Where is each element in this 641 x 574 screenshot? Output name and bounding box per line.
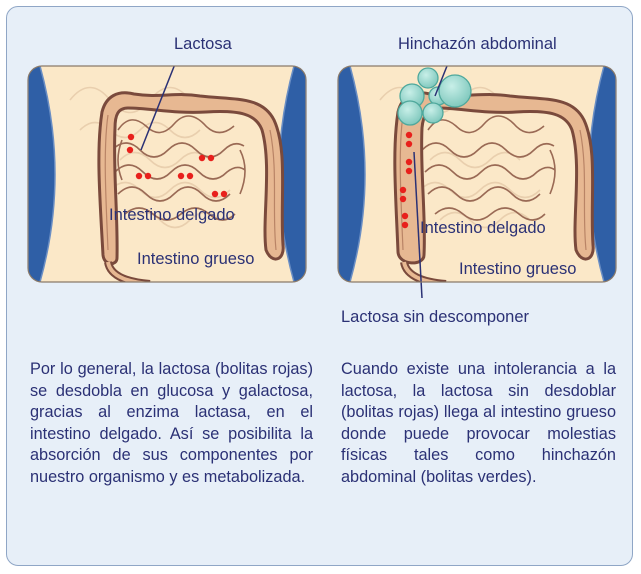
right-illustration	[337, 65, 617, 299]
gas-bubbles	[397, 67, 472, 126]
large-intestine	[97, 91, 285, 266]
large-intestine-label-right: Intestino grueso	[459, 260, 577, 278]
small-intestine	[421, 115, 556, 221]
undigested-pointer	[413, 151, 423, 299]
undigested-lactose-label: Lactosa sin descomponer	[341, 308, 530, 326]
small-intestine-label: Intestino delgado	[109, 206, 235, 224]
left-illustration	[27, 65, 307, 283]
side-blue-left	[28, 66, 56, 282]
small-intestine-label-right: Intestino delgado	[420, 219, 546, 237]
small-intestine	[111, 115, 246, 221]
side-blue-left	[338, 66, 366, 282]
lactosa-pointer	[140, 66, 176, 151]
left-frame	[27, 65, 307, 283]
lactose-dots	[399, 131, 413, 229]
lactosa-label: Lactosa	[174, 35, 232, 53]
bloating-pointer	[434, 66, 452, 97]
large-intestine-label: Intestino grueso	[137, 250, 255, 268]
right-description: Cuando existe una intolerancia a la lact…	[341, 360, 616, 486]
right-frame	[337, 65, 617, 283]
left-description: Por lo general, la lactosa (bolitas roja…	[30, 360, 313, 486]
lactose-dots	[126, 133, 228, 198]
bloating-label: Hinchazón abdominal	[398, 35, 557, 53]
